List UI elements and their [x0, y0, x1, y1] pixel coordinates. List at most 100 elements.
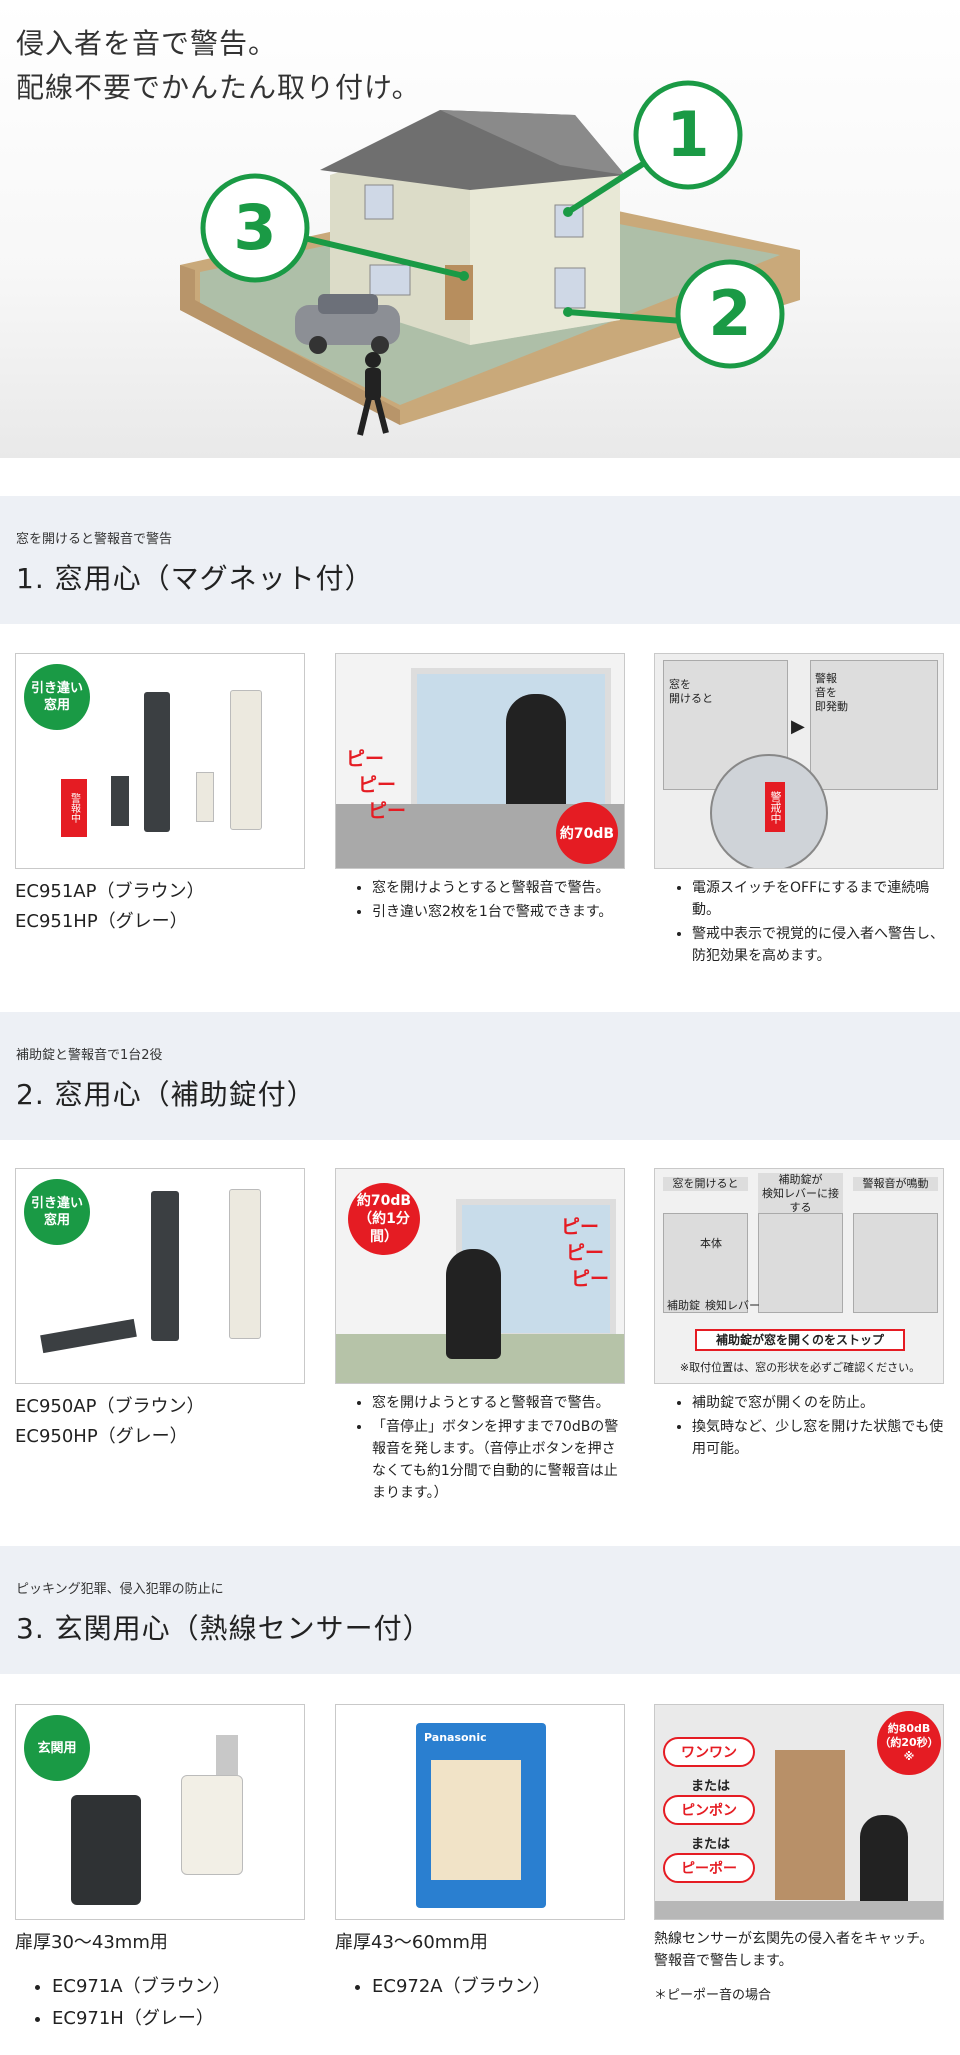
section-title: 3. 玄関用心（熱線センサー付）: [16, 1612, 432, 1645]
section-1-header: 窓を開けると警報音で警告 1. 窓用心（マグネット付）: [0, 496, 960, 624]
hero-title: 侵入者を音で警告。 配線不要でかんたん取り付け。: [16, 22, 421, 110]
feature-list: 窓を開けようとすると警報音で警告。 「音停止」ボタンを押すまで70dBの警報音を…: [350, 1392, 625, 1506]
model-list: EC972A（ブラウン）: [350, 1972, 610, 2004]
hero-line-2: 配線不要でかんたん取り付け。: [16, 71, 421, 104]
feature-item: 窓を開けようとすると警報音で警告。: [372, 877, 625, 899]
panel-right: [810, 660, 938, 790]
label-body: 本体: [700, 1237, 722, 1250]
model-brown: EC971A（ブラウン）: [52, 1972, 290, 2002]
door-size-large: 扉厚43～60mm用: [335, 1932, 488, 1953]
hero-line-1: 侵入者を音で警告。: [16, 27, 278, 60]
sensor-unit-white: [230, 690, 262, 830]
model-gray: EC971H（グレー）: [52, 2004, 290, 2034]
section-3-header: ピッキング犯罪、侵入犯罪の防止に 3. 玄関用心（熱線センサー付）: [0, 1546, 960, 1674]
door-size-small: 扉厚30～43mm用: [15, 1932, 168, 1953]
feature-item: 窓を開けようとすると警報音で警告。: [372, 1392, 625, 1414]
feature-item: 引き違い窓2枚を1台で警戒できます。: [372, 901, 625, 923]
magnet-brown: [111, 776, 129, 826]
model-brown: EC951AP（ブラウン）: [15, 881, 205, 902]
stop-label: 補助錠が窓を開くのをストップ: [695, 1329, 905, 1351]
step-label: 窓を 開けると: [669, 678, 713, 705]
sensor-unit-brown: [144, 692, 170, 832]
feature-item: 補助錠で窓が開くのを防止。: [692, 1392, 945, 1414]
door: [775, 1750, 845, 1900]
panel-1: [663, 1213, 748, 1313]
or-label: または: [691, 1779, 731, 1794]
volume-badge: 約80dB （約20秒） ※: [877, 1711, 941, 1775]
product-image-ec950: 引き違い 窓用: [15, 1168, 305, 1384]
feature-list: 窓を開けようとすると警報音で警告。 引き違い窓2枚を1台で警戒できます。: [350, 877, 625, 925]
usage-scene-window: ピー ピー ピー 約70dB: [335, 653, 625, 869]
product-image-ec971: 玄関用: [15, 1704, 305, 1920]
alarm-sticker: 警報中: [61, 779, 87, 837]
section-subtitle: ピッキング犯罪、侵入犯罪の防止に: [16, 1582, 224, 1597]
window-type-badge: 引き違い 窓用: [24, 1179, 90, 1245]
section-2-header: 補助錠と警報音で1台2役 2. 窓用心（補助錠付）: [0, 1012, 960, 1140]
section-title: 2. 窓用心（補助錠付）: [16, 1078, 316, 1111]
footnote: ＊ピーポー音の場合: [654, 1988, 772, 2003]
sound-option: ピンポン: [663, 1795, 755, 1825]
intruder-figure: [446, 1249, 501, 1359]
usage-scene-lock: 約70dB （約1分間） ピー ピー ピー: [335, 1168, 625, 1384]
beep-3: ピー: [571, 1268, 610, 1290]
magnet-white: [196, 772, 214, 822]
house-illustration: [180, 80, 800, 436]
model-brown: EC972A（ブラウン）: [372, 1972, 610, 2002]
feature-item: 「音停止」ボタンを押すまで70dBの警報音を発します。（音停止ボタンを押さなくて…: [372, 1416, 625, 1504]
step-label: 補助錠が 検知レバーに接する: [758, 1173, 843, 1215]
model-list: EC951AP（ブラウン） EC951HP（グレー）: [15, 877, 204, 937]
panel-2: [758, 1213, 843, 1313]
intruder-figure: [506, 694, 566, 824]
beep-2: ピー: [358, 774, 397, 796]
step-label: 警報音が鳴動: [853, 1177, 938, 1191]
alarm-unit-brown: [71, 1795, 141, 1905]
section-subtitle: 補助錠と警報音で1台2役: [16, 1048, 163, 1063]
usage-diagram-alarm: 窓を 開けると 警報 音を 即発動 ▶ 警戒中: [654, 653, 944, 869]
beep-text: ピー ピー ピー: [561, 1214, 609, 1292]
usage-scene-entrance: ワンワン または ピンポン または ピーポー 約80dB （約20秒） ※: [654, 1704, 944, 1920]
sound-option: ピーポー: [663, 1853, 755, 1883]
sound-option: ワンワン: [663, 1737, 755, 1767]
sensor-unit-white: [229, 1189, 261, 1339]
callout-3: 3: [233, 191, 277, 264]
model-gray: EC951HP（グレー）: [15, 911, 188, 932]
package-window: [431, 1760, 521, 1880]
window-type-badge: 引き違い 窓用: [24, 664, 90, 730]
product-image-ec951: 引き違い 窓用 警報中: [15, 653, 305, 869]
model-list: EC971A（ブラウン） EC971H（グレー）: [30, 1972, 290, 2036]
model-gray: EC950HP（グレー）: [15, 1426, 188, 1447]
product-package-ec972: Panasonic: [335, 1704, 625, 1920]
package-brand: Panasonic: [424, 1731, 487, 1744]
ground: [655, 1901, 943, 1919]
model-list: EC950AP（ブラウン） EC950HP（グレー）: [15, 1392, 204, 1452]
panel-3: [853, 1213, 938, 1313]
label-lock: 補助錠: [667, 1299, 700, 1312]
section-subtitle: 窓を開けると警報音で警告: [16, 532, 173, 547]
hero-section: 侵入者を音で警告。 配線不要でかんたん取り付け。: [0, 0, 960, 458]
beep-1: ピー: [346, 748, 385, 770]
or-label: または: [691, 1837, 731, 1852]
usage-diagram-lock: 窓を開けると 補助錠が 検知レバーに接する 警報音が鳴動 本体 補助錠 検知レバ…: [654, 1168, 944, 1384]
feature-item: 電源スイッチをOFFにするまで連続鳴動。: [692, 877, 945, 921]
label-lever: 検知レバー: [705, 1299, 760, 1312]
diagram-note: ※取付位置は、窓の形状を必ずご確認ください。: [679, 1361, 921, 1374]
volume-badge: 約70dB （約1分間）: [348, 1183, 420, 1255]
beep-1: ピー: [561, 1216, 600, 1238]
entrance-badge: 玄関用: [24, 1715, 90, 1781]
callout-1: 1: [666, 98, 710, 171]
step-label: 警報 音を 即発動: [815, 672, 848, 713]
section-title: 1. 窓用心（マグネット付）: [16, 562, 374, 595]
alarm-unit-white: [181, 1775, 243, 1875]
mount-bracket: [216, 1735, 238, 1775]
step-label: 窓を開けると: [663, 1177, 748, 1191]
auxiliary-lock: [40, 1318, 137, 1354]
feature-item: 警戒中表示で視覚的に侵入者へ警告し、防犯効果を高めます。: [692, 923, 945, 967]
feature-description: 熱線センサーが玄関先の侵入者をキャッチ。警報音で警告します。: [654, 1931, 934, 1969]
feature-list: 電源スイッチをOFFにするまで連続鳴動。 警戒中表示で視覚的に侵入者へ警告し、防…: [670, 877, 945, 969]
feature-list: 補助錠で窓が開くのを防止。 換気時など、少し窓を開けた状態でも使用可能。: [670, 1392, 945, 1462]
sensor-unit-brown: [151, 1191, 179, 1341]
callout-2: 2: [708, 277, 752, 350]
feature-item: 換気時など、少し窓を開けた状態でも使用可能。: [692, 1416, 945, 1460]
intruder-figure: [860, 1815, 908, 1915]
zoom-label: 警戒中: [765, 782, 785, 832]
